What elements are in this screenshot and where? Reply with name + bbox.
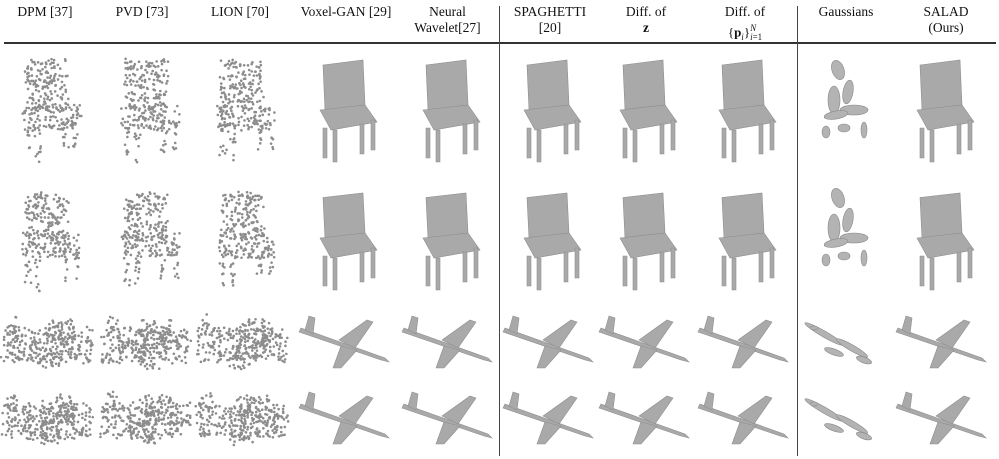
cell-airplane-4-3 [194, 392, 290, 447]
column-header-spaghetti: SPAGHETTI [20] [505, 4, 595, 36]
cell-airplane-3-1 [0, 315, 94, 369]
column-header-voxel-gan: Voxel-GAN [29] [296, 4, 396, 20]
cell-airplane-3-7 [598, 315, 690, 369]
header-rule [4, 42, 996, 44]
column-header-neural-wavelet: Neural Wavelet[27] [400, 4, 495, 36]
cell-chair-1-7 [619, 59, 678, 163]
cell-airplane-4-7 [598, 391, 690, 445]
cell-chair-2-7 [619, 192, 678, 291]
cell-chair-2-5 [422, 192, 481, 291]
cell-chair-1-6 [523, 59, 582, 163]
cell-chair-1-3 [216, 58, 276, 162]
header-line2-math: {pi}Ni=1 [727, 23, 763, 42]
cell-chair-2-1 [21, 191, 81, 293]
cell-chair-1-2 [120, 57, 181, 164]
header-line2: (Ours) [928, 20, 964, 35]
cell-chair-1-8 [718, 59, 777, 163]
cell-airplane-3-3 [196, 313, 289, 371]
header-line1: Diff. of [625, 4, 667, 19]
header-line1: LION [70] [210, 4, 270, 19]
cell-airplane-4-4 [298, 391, 390, 445]
header-line2: Wavelet[27] [414, 20, 481, 35]
cell-airplane-3-2 [100, 315, 193, 371]
column-header-dpm: DPM [37] [10, 4, 80, 20]
header-line1: SALAD [923, 4, 969, 19]
cell-airplane-4-5 [401, 391, 493, 445]
cell-airplane-4-10 [895, 391, 987, 445]
cell-airplane-4-2 [99, 390, 192, 445]
cell-chair-1-9 [821, 60, 869, 139]
cell-airplane-3-5 [401, 315, 493, 369]
header-line2: z [643, 20, 649, 35]
cell-chair-1-5 [422, 59, 481, 163]
header-line1: SPAGHETTI [513, 4, 587, 19]
cell-chair-1-4 [319, 59, 378, 163]
cell-airplane-3-8 [697, 315, 789, 369]
header-line1: Diff. of [724, 4, 766, 19]
column-header-salad: SALAD (Ours) [906, 4, 986, 36]
header-line1: Neural [429, 4, 466, 19]
column-header-diff-z: Diff. of z [606, 4, 686, 36]
header-line1: PVD [73] [115, 4, 169, 19]
header-line1: Voxel-GAN [29] [300, 4, 392, 19]
cell-airplane-4-6 [502, 391, 594, 445]
column-header-diff-p: Diff. of {pi}Ni=1 [700, 4, 790, 45]
cell-airplane-3-10 [895, 315, 987, 369]
cell-chair-2-9 [821, 188, 869, 267]
cell-chair-2-6 [523, 192, 582, 291]
cell-chair-1-1 [21, 57, 83, 164]
cell-chair-2-2 [120, 191, 181, 287]
column-header-pvd: PVD [73] [107, 4, 177, 20]
header-line2: [20] [538, 20, 562, 35]
cell-airplane-4-1 [0, 393, 95, 446]
cell-airplane-3-6 [502, 315, 594, 369]
column-header-gaussians: Gaussians [806, 4, 886, 20]
cell-chair-2-10 [916, 192, 975, 291]
cell-airplane-4-9 [804, 398, 872, 441]
cell-airplane-3-4 [298, 315, 390, 369]
cell-airplane-4-8 [697, 391, 789, 445]
cell-chair-2-3 [217, 190, 276, 287]
cell-chair-1-10 [916, 59, 975, 163]
header-line1: DPM [37] [17, 4, 73, 19]
separator-line-right [797, 6, 798, 456]
cell-airplane-3-9 [804, 322, 872, 365]
separator-line-left [499, 6, 500, 456]
cell-chair-2-4 [319, 192, 378, 291]
header-line1: Gaussians [818, 4, 874, 19]
cell-chair-2-8 [718, 192, 777, 291]
column-header-lion: LION [70] [200, 4, 280, 20]
